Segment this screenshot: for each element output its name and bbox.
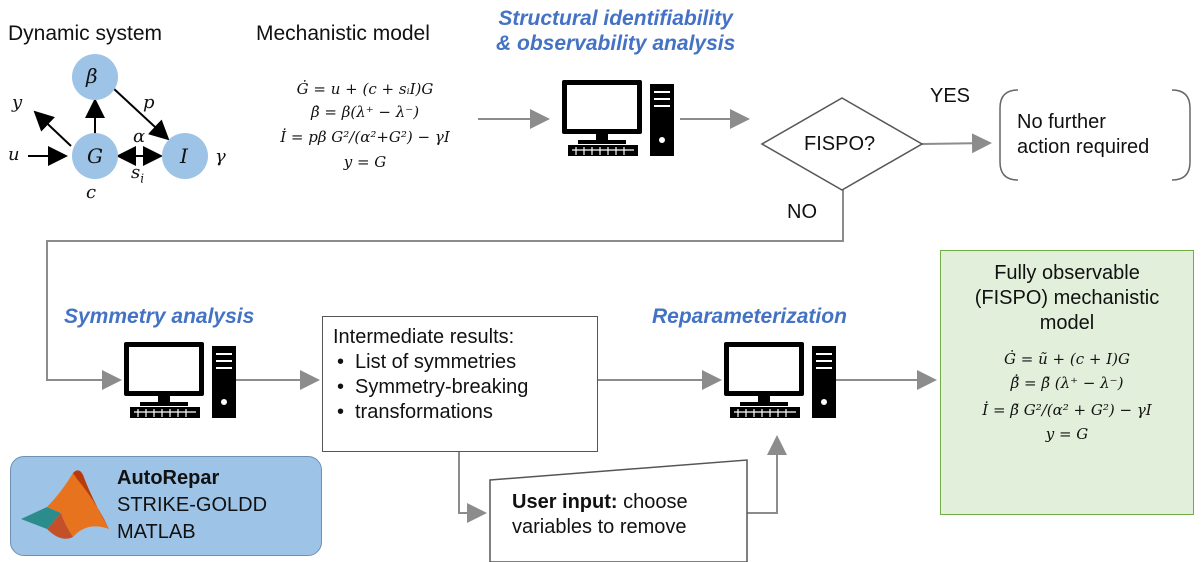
user-input-line2: variables to remove (512, 516, 687, 538)
decision-no-label: NO (787, 201, 817, 223)
model-eq-2: β̇ = β(λ⁺ − λ⁻) (310, 103, 420, 121)
final-title-line2: (FISPO) mechanistic (974, 287, 1160, 309)
tools-line3: MATLAB (117, 521, 196, 543)
computer-icon (724, 342, 836, 418)
reparam-title: Reparameterization (652, 305, 847, 328)
no-action-text: No further action required (1017, 110, 1149, 160)
arrow-userinput-to-reparam (747, 435, 787, 514)
model-title: Mechanistic model (256, 22, 430, 45)
final-eq-4: y = G (1045, 425, 1089, 443)
final-equations: Ġ = ũ + (c + I)G β̃̇ = β̃ (λ⁺ − λ⁻) İ = … (941, 350, 1193, 443)
list-item-continuation: transformations (333, 400, 587, 425)
model-eq-1: Ġ = u + (c + sᵢI)G (296, 80, 434, 98)
list-item: Symmetry-breaking (333, 375, 587, 400)
analysis-title-line2: & observability analysis (496, 32, 736, 55)
node-I-label: I (180, 144, 188, 168)
label-gamma: γ (215, 146, 226, 167)
intermediate-results-box: Intermediate results: List of symmetries… (322, 316, 598, 452)
no-action-line1: No further (1017, 111, 1106, 133)
intermediate-list: List of symmetries Symmetry-breaking tra… (333, 350, 587, 425)
label-u: u (8, 144, 20, 165)
tools-line2: STRIKE-GOLDD (117, 494, 268, 516)
final-title: Fully observable (FISPO) mechanistic mod… (941, 261, 1193, 336)
label-p: p (143, 92, 155, 113)
final-eq-3: İ = β̃ G²/(α² + G²) − γI (982, 401, 1152, 419)
label-alpha: α (133, 126, 146, 147)
model-eq-4: y = G (343, 153, 387, 171)
intermediate-title: Intermediate results: (333, 326, 515, 348)
label-y: y (12, 92, 23, 113)
label-c: c (86, 182, 97, 203)
node-G-label: G (87, 144, 103, 168)
computer-icon (562, 80, 674, 156)
final-model-box: Fully observable (FISPO) mechanistic mod… (940, 250, 1194, 515)
node-beta-label: β (86, 64, 98, 88)
final-title-line1: Fully observable (994, 262, 1140, 284)
system-graph (28, 87, 170, 166)
matlab-logo (21, 470, 109, 539)
arrow-intermediate-to-userinput (458, 452, 487, 523)
final-eq-2: β̃̇ = β̃ (λ⁺ − λ⁻) (1010, 374, 1124, 392)
tools-text: AutoRepar STRIKE-GOLDD MATLAB (117, 465, 267, 546)
no-action-bracket-left (999, 89, 1019, 181)
user-input-box (489, 459, 748, 562)
no-action-line2: action required (1017, 136, 1150, 158)
tools-box: AutoRepar STRIKE-GOLDD MATLAB (10, 456, 322, 556)
decision-diamond (760, 97, 924, 191)
system-title: Dynamic system (8, 22, 163, 45)
decision-yes-label: YES (930, 85, 971, 107)
user-input-text: User input: choose variables to remove (512, 490, 688, 540)
model-eq-3: İ = pβ G²/(α²+G²) − γI (280, 128, 450, 146)
node-I (162, 133, 208, 179)
list-item: List of symmetries (333, 350, 587, 375)
user-input-rest: choose (617, 491, 688, 513)
node-G (72, 133, 118, 179)
no-action-bracket-right (1171, 89, 1191, 181)
final-title-line3: model (1039, 312, 1095, 334)
tools-line1: AutoRepar (117, 467, 220, 489)
analysis-title: Structural identifiability & observabili… (496, 6, 735, 56)
label-si: si (131, 162, 145, 186)
final-eq-1: Ġ = ũ + (c + I)G (1004, 350, 1130, 368)
user-input-bold: User input: (512, 491, 618, 513)
symmetry-title: Symmetry analysis (64, 305, 255, 328)
model-equations: Ġ = u + (c + sᵢI)G β̇ = β(λ⁺ − λ⁻) İ = p… (250, 80, 480, 171)
decision-label: FISPO? (804, 133, 876, 155)
computer-icon (124, 342, 236, 418)
node-beta (72, 54, 118, 100)
arrow-decision-no (46, 176, 844, 390)
analysis-title-line1: Structural identifiability (498, 7, 733, 30)
arrow-decision-yes (921, 133, 992, 154)
